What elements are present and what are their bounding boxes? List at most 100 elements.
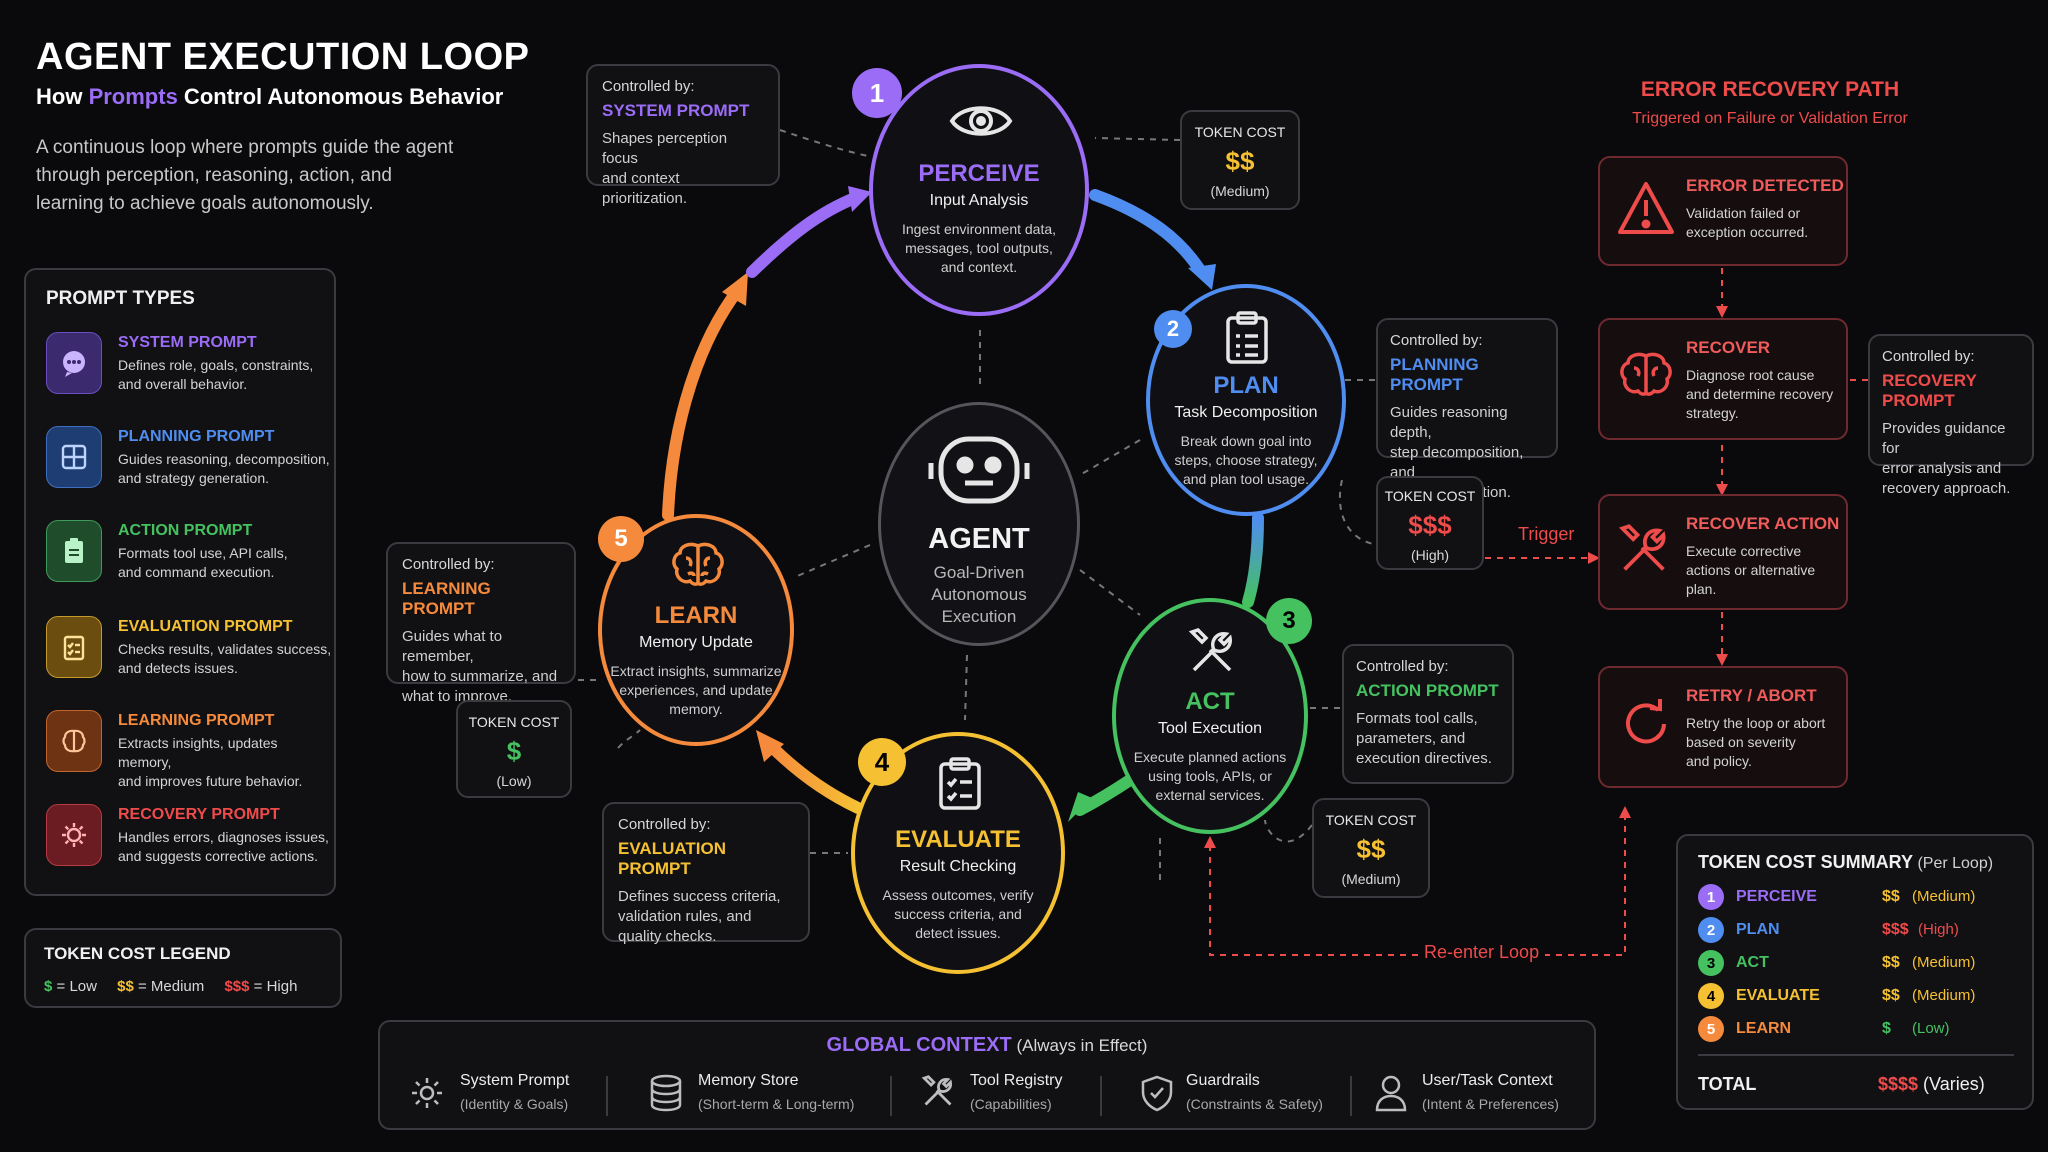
- error-path-subtitle: Triggered on Failure or Validation Error: [1632, 110, 1908, 127]
- error-step-title: RETRY / ABORT: [1686, 686, 1817, 705]
- stage-description: Ingest environment data,messages, tool o…: [901, 221, 1057, 275]
- arrow-evaluate-to-learn-head: [756, 730, 784, 762]
- prompt-type-name: EVALUATION PROMPT: [118, 618, 293, 635]
- stage-perceive: PERCEIVE Input Analysis Ingest environme…: [869, 64, 1089, 316]
- prompt-type-recovery: RECOVERY PROMPT Handles errors, diagnose…: [26, 804, 336, 870]
- summary-row-level: (Low): [1912, 1020, 1950, 1037]
- context-item-sub: (Intent & Preferences): [1422, 1096, 1559, 1112]
- control-box-act: Controlled by: ACTION PROMPT Formats too…: [1342, 644, 1514, 784]
- stage-number-badge: 4: [858, 738, 906, 786]
- agent-connectors: [578, 129, 1379, 880]
- summary-row: 5 LEARN $ (Low): [1698, 1016, 1998, 1042]
- token-cost-value: $: [506, 736, 522, 766]
- context-item-sub: (Short-term & Long-term): [698, 1096, 855, 1112]
- arrow-learn-to-perceive-lower: [662, 284, 744, 521]
- global-context-panel: GLOBAL CONTEXT (Always in Effect) System…: [378, 1020, 1596, 1130]
- prompt-type-desc: Guides reasoning, decomposition,and stra…: [118, 451, 330, 486]
- summary-row-level: (Medium): [1912, 888, 1976, 905]
- recovery-arrowheads: [1204, 306, 1728, 848]
- context-item-name: Guardrails: [1186, 1072, 1260, 1089]
- prompt-type-name: PLANNING PROMPT: [118, 428, 275, 445]
- token-cost-label: TOKEN COST: [1325, 812, 1417, 828]
- summary-row: 4 EVALUATE $$ (Medium): [1698, 983, 1998, 1009]
- database-icon: [648, 1074, 684, 1117]
- legend-low-symbol: $: [44, 978, 53, 995]
- legend-medium-symbol: $$: [117, 978, 134, 995]
- control-label: Controlled by:: [1390, 332, 1483, 349]
- context-item-tool-registry: Tool Registry (Capabilities): [920, 1070, 1090, 1122]
- arrow-plan-to-act: [1242, 512, 1264, 608]
- token-cost-level: (High): [1410, 547, 1450, 563]
- control-box-plan: Controlled by: PLANNING PROMPT Guides re…: [1376, 318, 1558, 501]
- control-label: Controlled by:: [1356, 658, 1449, 675]
- control-box-perceive: Controlled by: SYSTEM PROMPT Shapes perc…: [586, 64, 780, 207]
- summary-row-name: EVALUATE: [1736, 987, 1820, 1004]
- token-cost-act: TOKEN COST $$ (Medium): [1312, 798, 1430, 898]
- trigger-label: Trigger: [1518, 524, 1575, 544]
- stage-name: PERCEIVE: [918, 160, 1040, 187]
- checklist-clipboard-icon: [937, 756, 983, 815]
- subtitle-pre: How: [36, 84, 89, 109]
- control-box-recovery: Controlled by: RECOVERY PROMPT Provides …: [1868, 334, 2034, 497]
- summary-total: $$$$ (Varies): [1878, 1074, 1985, 1095]
- context-item-guardrails: Guardrails (Constraints & Safety): [1140, 1070, 1340, 1122]
- prompt-type-desc: Formats tool use, API calls,and command …: [118, 545, 288, 580]
- stage-subtitle: Tool Execution: [1157, 720, 1263, 737]
- prompt-type-name: ACTION PROMPT: [118, 522, 253, 539]
- summary-row-name: PERCEIVE: [1736, 888, 1817, 905]
- token-cost-level: (Medium): [1341, 871, 1401, 887]
- tools-icon: [1186, 626, 1238, 683]
- summary-row-number: 5: [1698, 1016, 1724, 1042]
- token-cost-legend: TOKEN COST LEGEND $ = Low $$ = Medium $$…: [24, 928, 342, 1008]
- error-path-title: ERROR RECOVERY PATH: [1640, 78, 1900, 101]
- stage-subtitle: Task Decomposition: [1174, 404, 1318, 421]
- summary-row-name: ACT: [1736, 954, 1769, 971]
- prompt-type-action: ACTION PROMPT Formats tool use, API call…: [26, 520, 336, 586]
- token-cost-value: $$$: [1408, 510, 1452, 540]
- control-box-learn: Controlled by: LEARNING PROMPT Guides wh…: [386, 542, 576, 705]
- summary-total-note: (Varies): [1918, 1074, 1985, 1094]
- prompt-type-name: SYSTEM PROMPT: [118, 334, 257, 351]
- clipboard-icon: [46, 520, 102, 582]
- clipboard-list-icon: [1224, 310, 1270, 369]
- summary-row-name: LEARN: [1736, 1020, 1792, 1037]
- stage-learn: LEARN Memory Update Extract insights, su…: [598, 514, 794, 746]
- global-context-heading-sub: (Always in Effect): [1011, 1036, 1148, 1055]
- token-cost-summary: TOKEN COST SUMMARY (Per Loop) 1 PERCEIVE…: [1676, 834, 2034, 1110]
- prompt-type-evaluation: EVALUATION PROMPT Checks results, valida…: [26, 616, 336, 682]
- context-item-user-task: User/Task Context (Intent & Preferences): [1374, 1070, 1584, 1122]
- warning-triangle-icon: [1616, 180, 1676, 241]
- error-step-title: ERROR DETECTED: [1686, 176, 1844, 195]
- user-icon: [1374, 1074, 1408, 1117]
- description-line: learning to achieve goals autonomously.: [36, 193, 374, 214]
- stage-name: ACT: [1185, 688, 1235, 715]
- summary-row-level: (Medium): [1912, 987, 1976, 1004]
- agent-title: AGENT: [928, 523, 1030, 555]
- stage-name: PLAN: [1213, 372, 1279, 399]
- prompt-type-desc: Checks results, validates success,and de…: [118, 641, 332, 676]
- arrow-learn-to-perceive-head: [722, 272, 748, 306]
- prompt-types-panel: PROMPT TYPES SYSTEM PROMPT Defines role,…: [24, 268, 336, 896]
- control-prompt-name: EVALUATION PROMPT: [618, 839, 726, 878]
- summary-row-cost: $$: [1882, 888, 1900, 905]
- recovery-gear-icon: [46, 804, 102, 866]
- stage-subtitle: Memory Update: [639, 634, 753, 651]
- control-prompt-name: LEARNING PROMPT: [402, 579, 491, 618]
- summary-row-number: 2: [1698, 917, 1724, 943]
- control-box-evaluate: Controlled by: EVALUATION PROMPT Defines…: [602, 802, 810, 945]
- page-subtitle: How Prompts Control Autonomous Behavior: [36, 84, 503, 110]
- control-label: Controlled by:: [618, 816, 711, 833]
- stage-subtitle: Input Analysis: [929, 192, 1029, 209]
- stage-number-badge: 3: [1266, 598, 1312, 644]
- summary-row-cost: $: [1882, 1020, 1891, 1037]
- control-prompt-name: ACTION PROMPT: [1356, 681, 1499, 700]
- prompt-type-name: RECOVERY PROMPT: [118, 806, 280, 823]
- arrow-perceive-to-plan-head: [1188, 264, 1216, 290]
